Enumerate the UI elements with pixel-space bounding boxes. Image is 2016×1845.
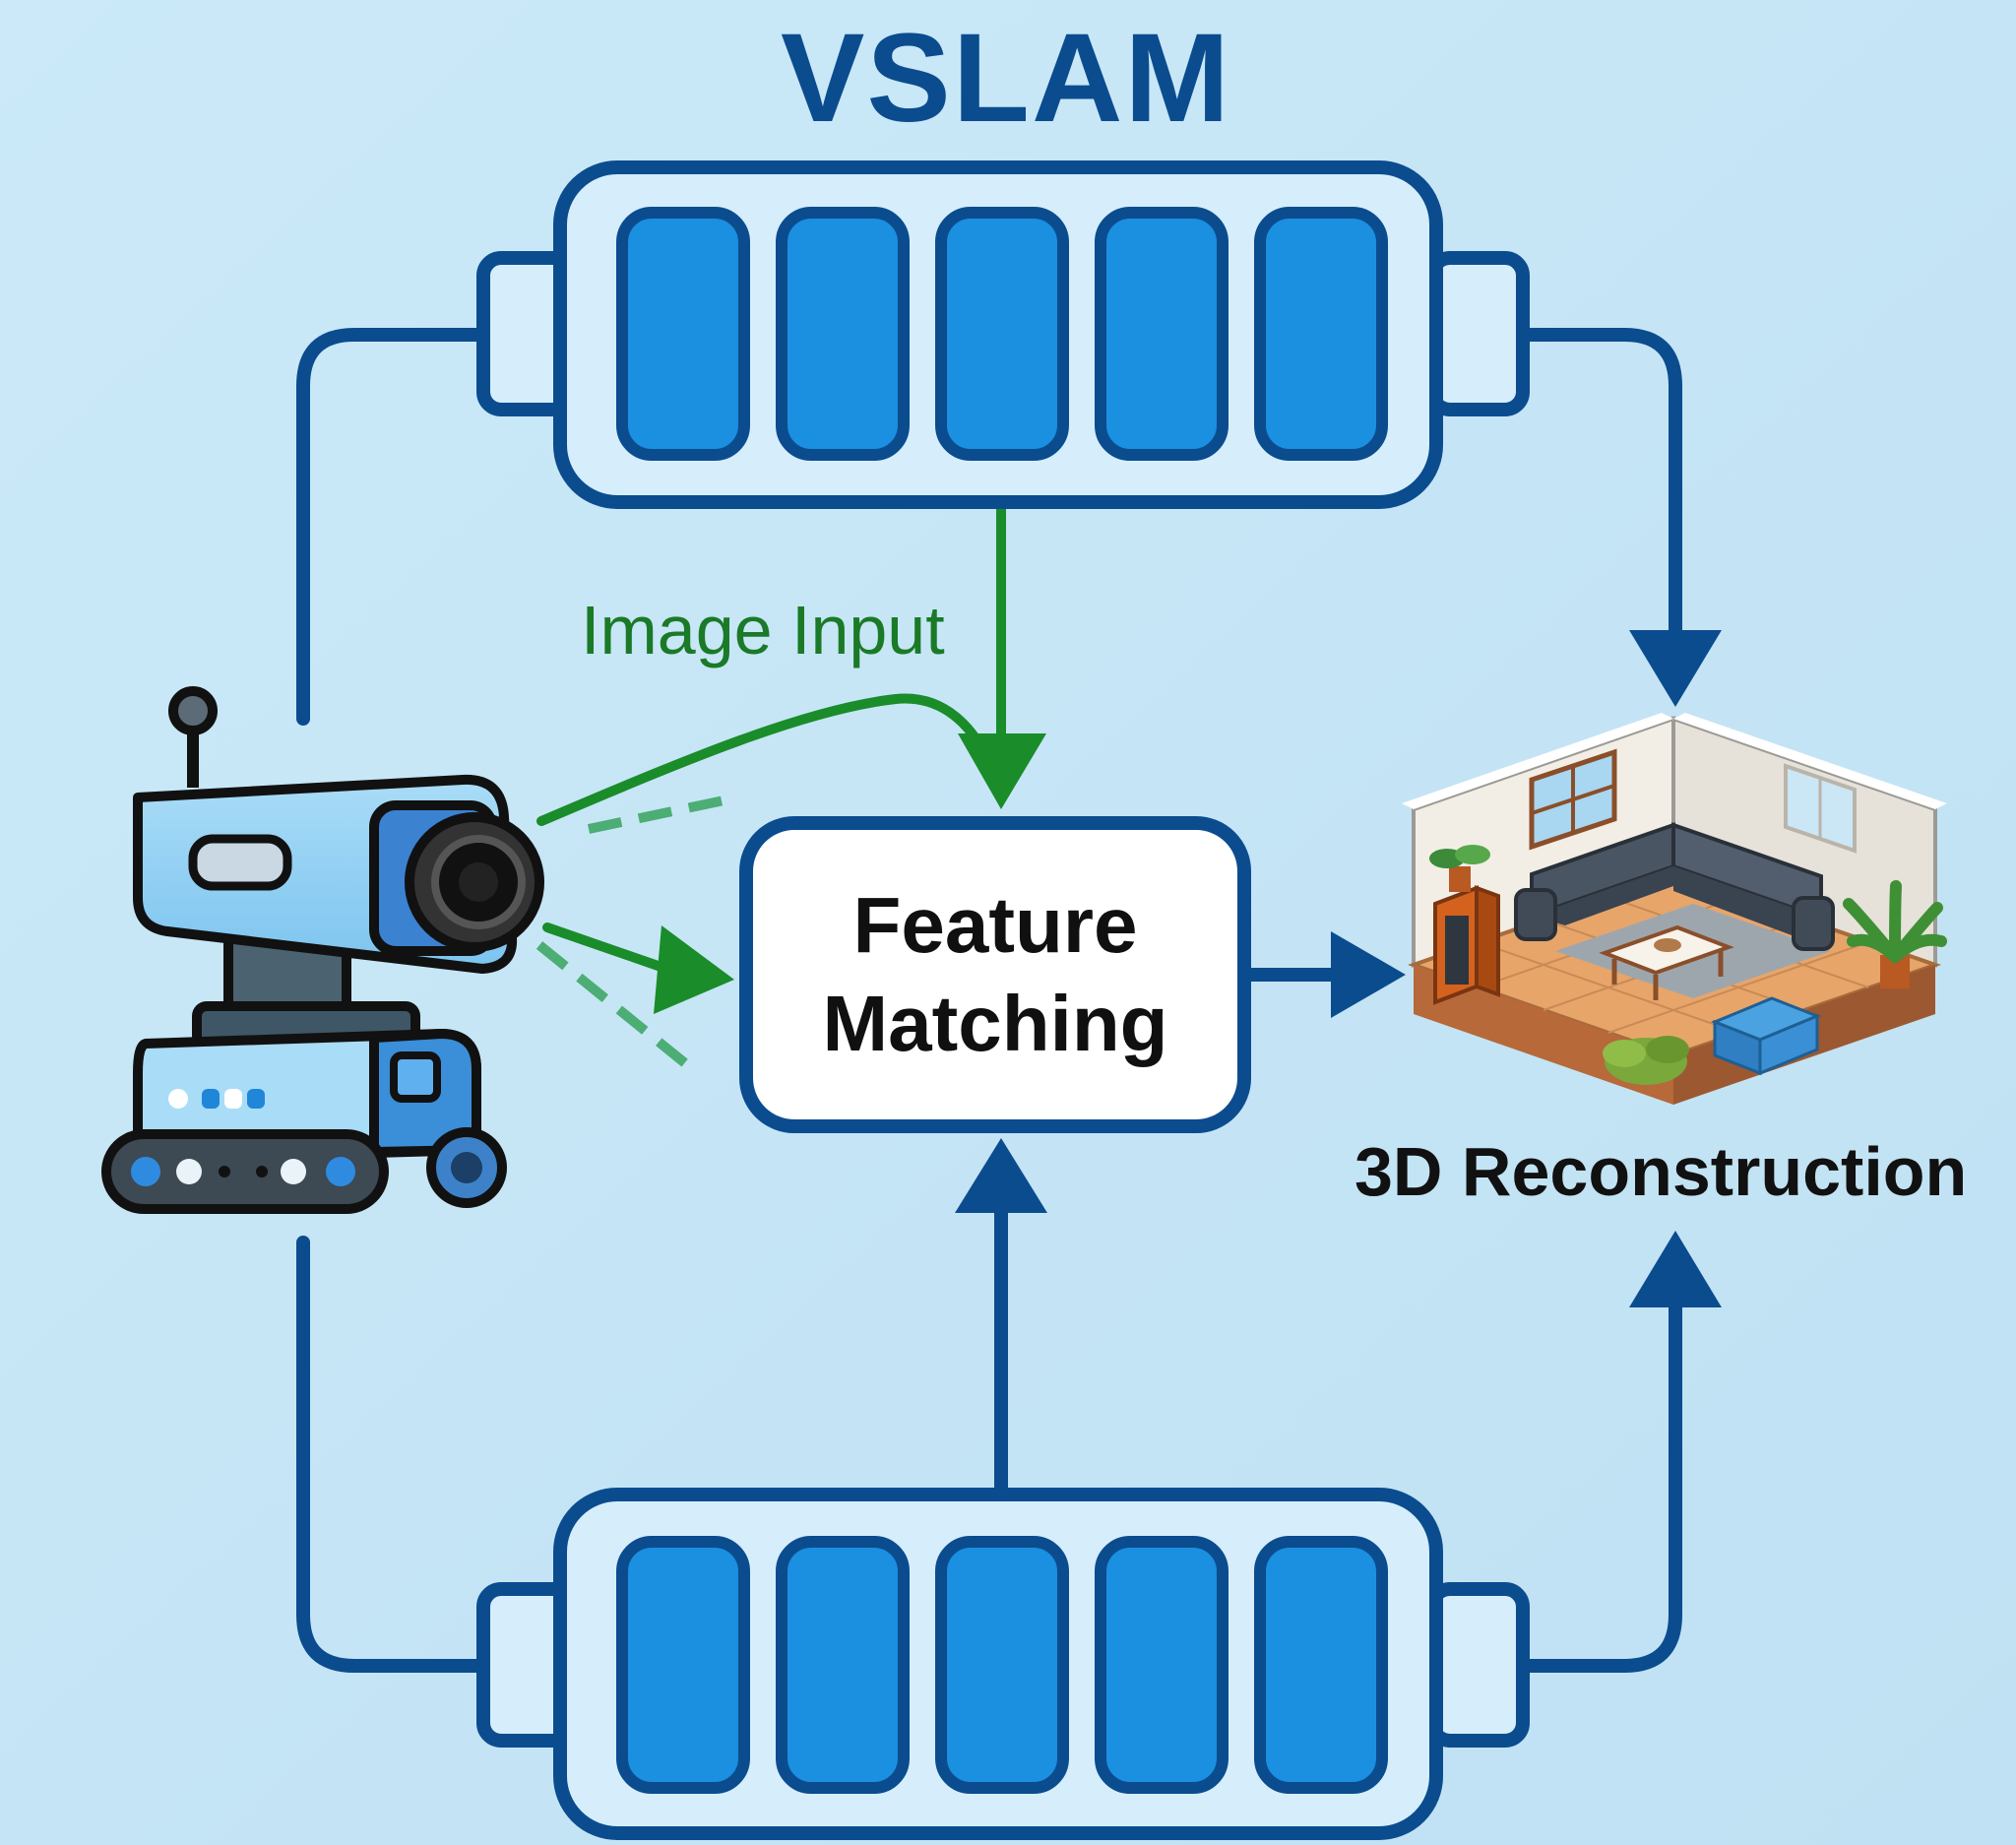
reconstruction-label: 3D Reconstruction: [1354, 1133, 1968, 1210]
arrow-right-icon: [1331, 931, 1406, 1018]
feature-matching-line2: Matching: [822, 980, 1168, 1067]
arrow-down-icon: [958, 733, 1046, 809]
battery-top-icon: [476, 160, 1530, 509]
arrow-up-icon: [955, 1138, 1047, 1213]
battery-top-cells: [616, 207, 1388, 461]
dashed-rays: [536, 795, 730, 1075]
feature-matching-line1: Feature: [852, 881, 1138, 969]
image-input-arrows: [536, 502, 1006, 975]
connector-bottom-right: [1517, 1288, 1682, 1673]
image-input-label: Image Input: [581, 592, 945, 668]
dashed-ray-lower: [536, 941, 699, 1075]
battery-bottom-icon: [476, 1488, 1530, 1840]
feature-matching-box: Feature Matching: [739, 816, 1251, 1133]
arrow-down-icon: [1629, 630, 1722, 707]
connector-top-right: [1517, 328, 1682, 657]
dashed-ray-upper: [587, 795, 730, 834]
green-arrow-right: [542, 922, 674, 975]
connector-bottom-left: [296, 1236, 491, 1673]
robot-camera-icon: [101, 686, 544, 1214]
diagram-title: VSLAM: [0, 6, 2016, 151]
diagram-title-text: VSLAM: [781, 8, 1231, 149]
green-arrow-curve: [536, 693, 997, 826]
arrow-up-icon: [1629, 1231, 1722, 1307]
living-room-3d-icon: [1402, 713, 1947, 1105]
green-arrowheads: [654, 733, 1046, 1014]
blue-arrowheads: [955, 630, 1722, 1307]
connector-top-left: [296, 328, 491, 726]
arrow-right-icon: [654, 925, 734, 1014]
flow-connectors: [296, 328, 1682, 1673]
battery-bottom-cells: [616, 1536, 1388, 1794]
